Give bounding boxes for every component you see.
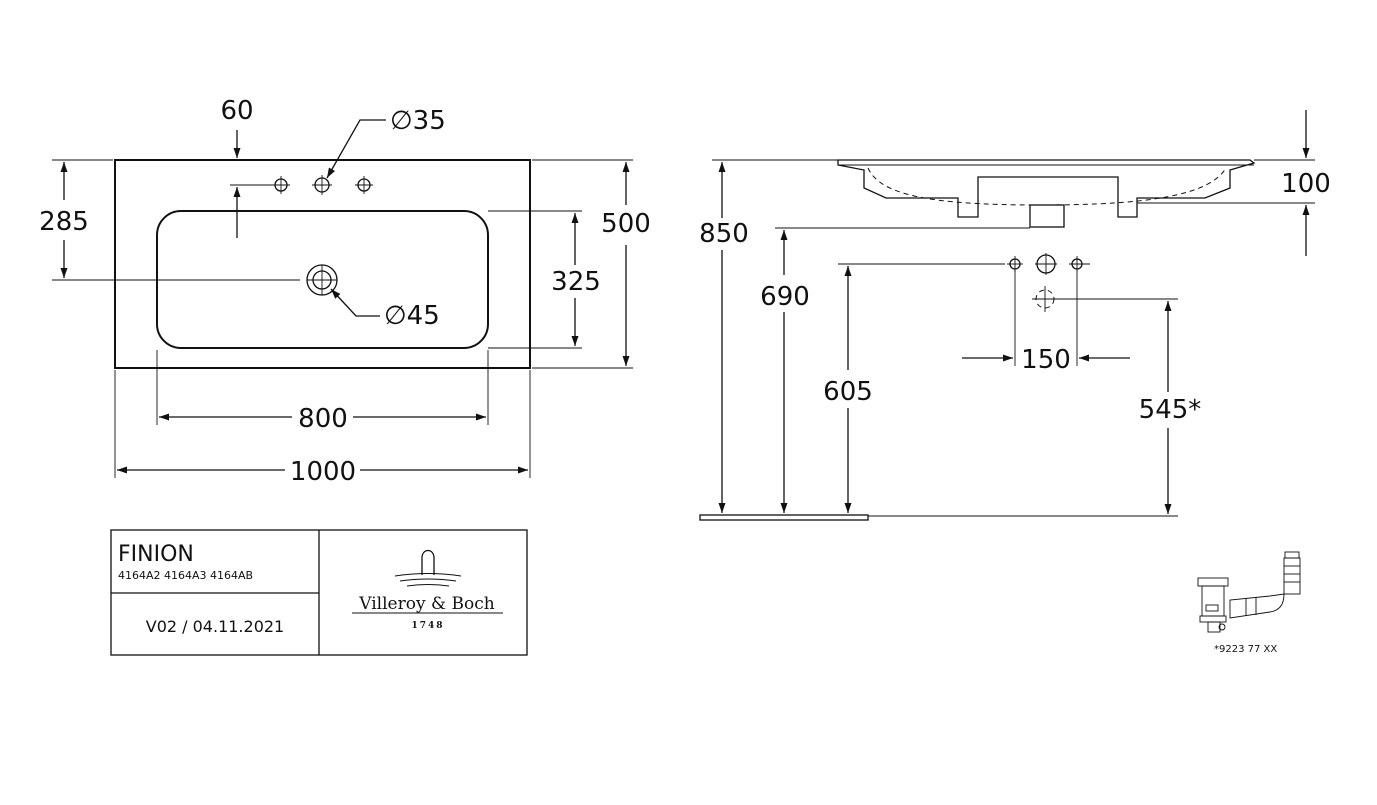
bowl-outline (156, 210, 489, 349)
brand-year: 1748 (411, 621, 444, 631)
version-date: V02 / 04.11.2021 (146, 617, 284, 636)
supply-hole-center (1035, 253, 1057, 275)
side-view: 850 100 690 605 (699, 110, 1331, 521)
dim-bowl-depth: 325 (551, 267, 601, 297)
dim-bottom-height: 690 (760, 282, 810, 312)
title-block: FINION 4164A2 4164A3 4164AB V02 / 04.11.… (110, 529, 528, 656)
supply-hole-right (1069, 256, 1090, 272)
dim-waste-height: 545* (1139, 395, 1202, 425)
top-view: 60 ∅35 ∅45 285 500 325 800 (39, 96, 651, 487)
waste-connection (1032, 286, 1178, 312)
dim-supply-spacing: 150 (1021, 345, 1071, 375)
waste-hole (306, 264, 338, 296)
dim-bowl-width: 800 (298, 404, 348, 434)
brand-name: Villeroy & Boch (358, 594, 495, 614)
dim-supply-height: 605 (823, 377, 873, 407)
tap-hole-center (312, 175, 332, 195)
waste-fitting-sketch (1197, 551, 1301, 633)
product-name: FINION (118, 542, 194, 567)
article-numbers: 4164A2 4164A3 4164AB (118, 569, 253, 582)
dim-tap-hole: ∅35 (390, 106, 446, 136)
floor-line (699, 514, 869, 521)
brand-logo: Villeroy & Boch 1748 (352, 549, 503, 631)
basin-outline (114, 159, 531, 369)
part-number: *9223 77 XX (1214, 644, 1277, 655)
dim-total-depth: 500 (601, 209, 651, 239)
dim-rim-height: 850 (699, 219, 749, 249)
dim-total-width: 1000 (290, 457, 356, 487)
basin-profile (837, 159, 1256, 218)
tap-hole-right (355, 176, 373, 194)
dim-depth-to-waste: 285 (39, 207, 89, 237)
supply-hole-left (1007, 256, 1023, 272)
dim-waste-hole: ∅45 (384, 301, 440, 331)
dim-tap-offset: 60 (220, 96, 253, 126)
dim-basin-thickness: 100 (1281, 169, 1331, 199)
waste-outlet (1029, 204, 1065, 228)
